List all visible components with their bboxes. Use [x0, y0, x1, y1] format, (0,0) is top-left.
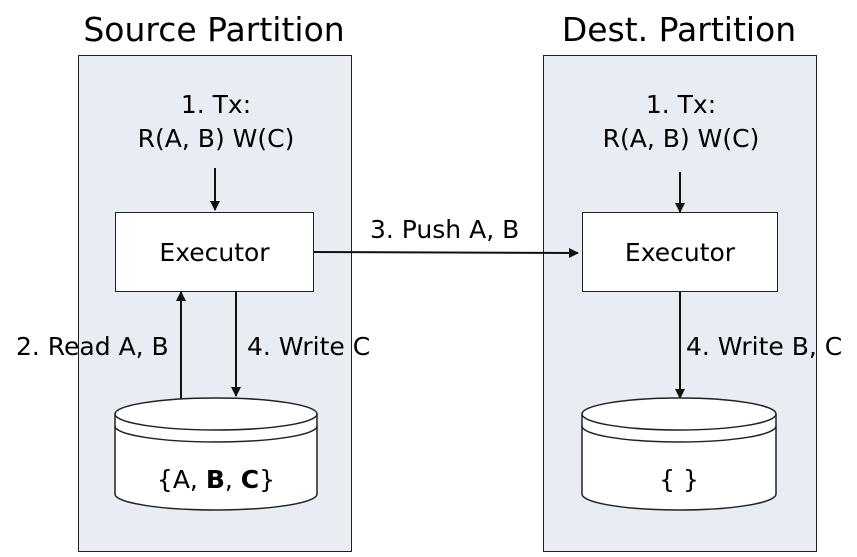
- source-tx-line1: 1. Tx:: [180, 90, 252, 119]
- source-db-b: B: [205, 465, 225, 494]
- source-database: [114, 397, 318, 511]
- dest-partition-title: Dest. Partition: [561, 10, 797, 49]
- source-db-c: C: [240, 465, 260, 494]
- source-db-sep: ,: [224, 465, 241, 494]
- dest-executor: Executor: [582, 212, 778, 292]
- write-c-label: 4. Write C: [247, 332, 371, 361]
- source-partition-title: Source Partition: [83, 10, 345, 49]
- dest-tx-line1: 1. Tx:: [645, 90, 717, 119]
- read-label: 2. Read A, B: [16, 332, 169, 361]
- source-tx-line2: R(A, B) W(C): [137, 124, 295, 153]
- source-db-open: {A,: [156, 465, 206, 494]
- dest-database: [581, 397, 777, 511]
- source-executor: Executor: [115, 212, 314, 292]
- push-label: 3. Push A, B: [370, 215, 520, 244]
- source-tx: 1. Tx: R(A, B) W(C): [96, 88, 336, 156]
- push-arrow: [313, 247, 579, 258]
- dest-tx: 1. Tx: R(A, B) W(C): [561, 88, 801, 156]
- dest-write-label: 4. Write B, C: [686, 332, 843, 361]
- source-db-contents: {A, B, C}: [115, 465, 317, 494]
- dest-tx-line2: R(A, B) W(C): [602, 124, 760, 153]
- source-db-close: }: [259, 465, 276, 494]
- dest-db-contents: { }: [659, 465, 699, 494]
